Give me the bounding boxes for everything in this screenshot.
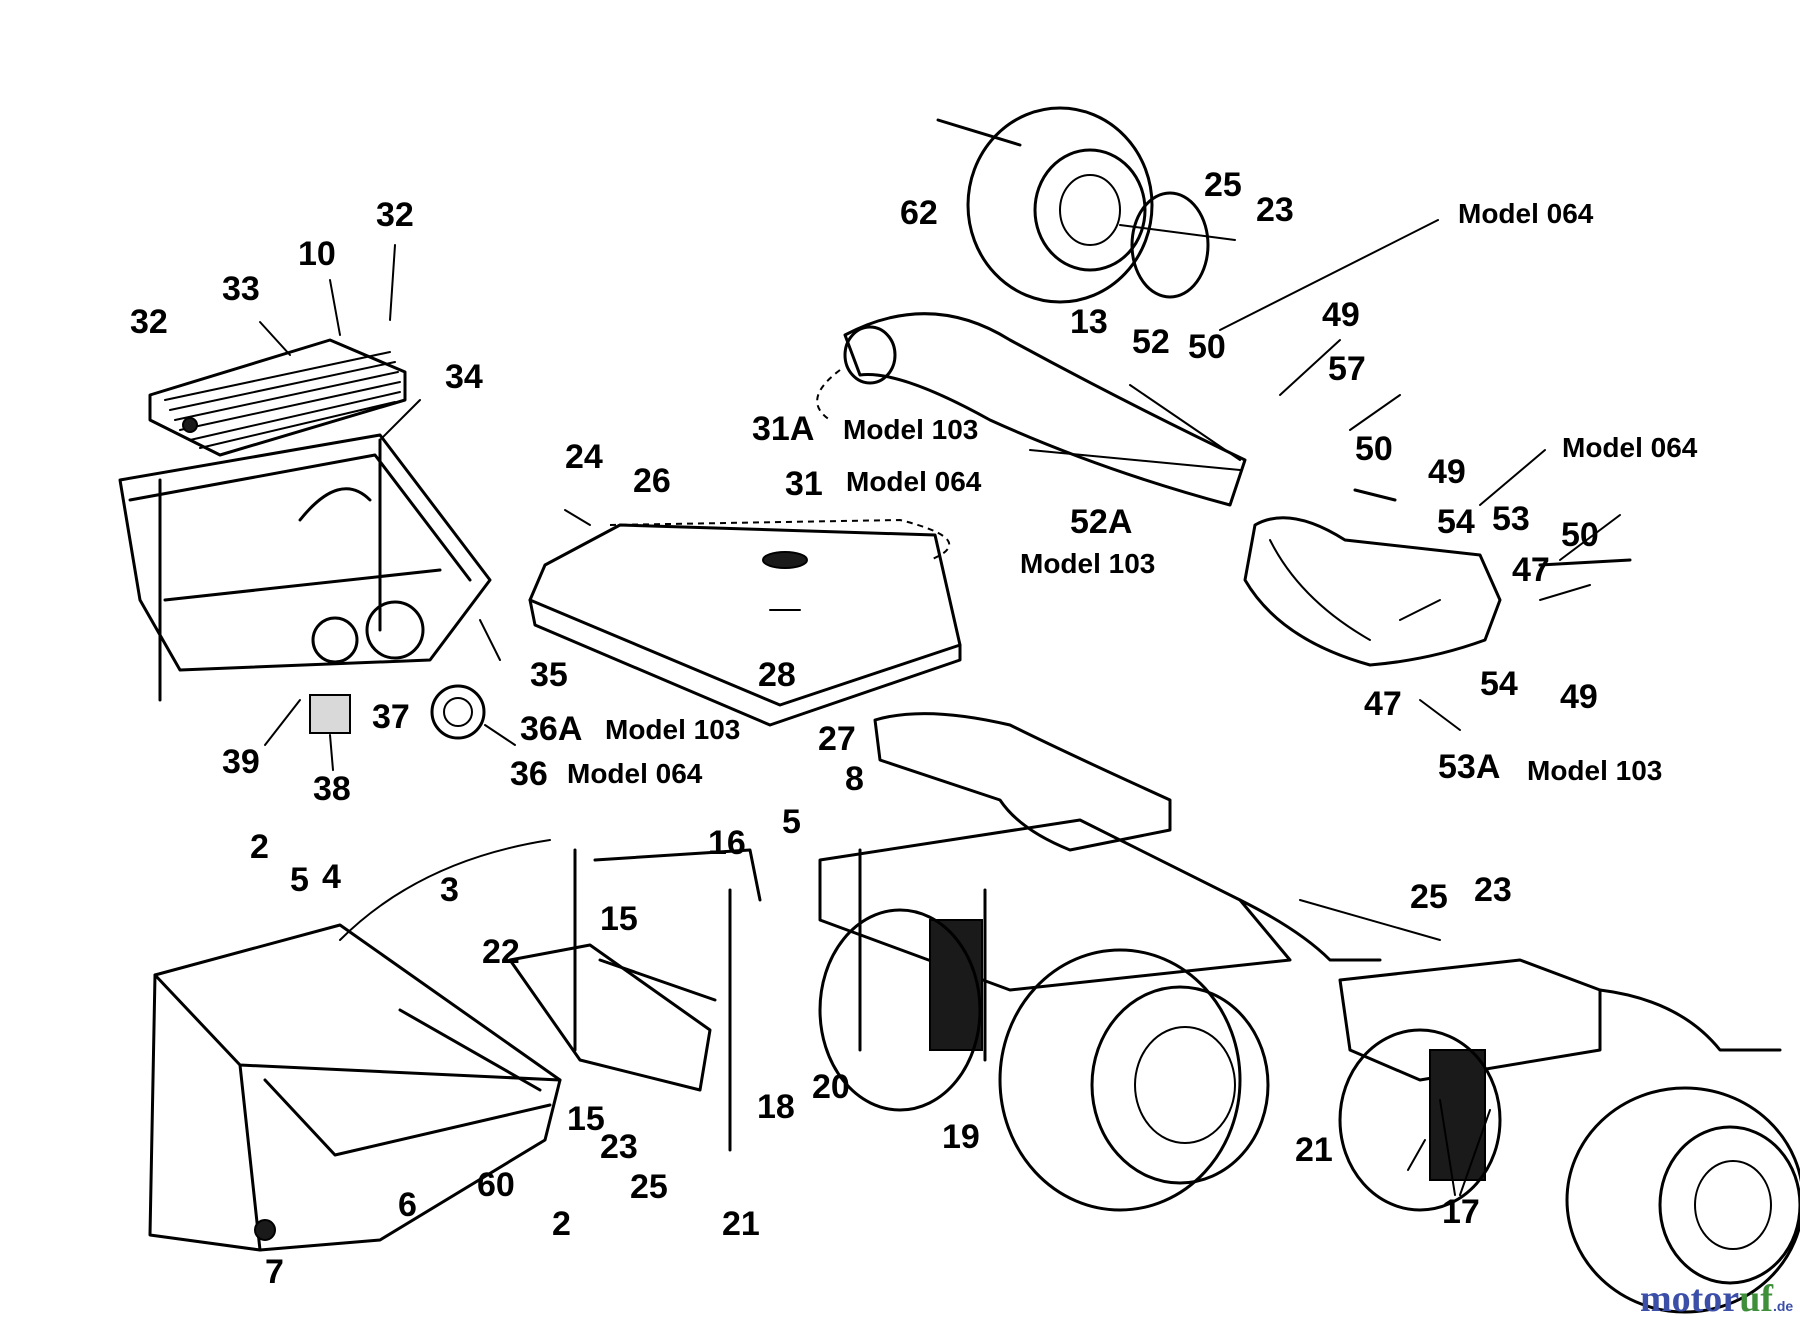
label-62: 62 [900, 194, 938, 232]
label-49-c: 49 [1560, 678, 1598, 716]
brand-accent: uf [1739, 1278, 1773, 1320]
label-model-064-53: Model 064 [1562, 432, 1698, 463]
label-36A: 36A [520, 710, 583, 748]
label-52A: 52A [1070, 503, 1133, 541]
grass-bag [148, 923, 562, 1252]
label-39: 39 [222, 743, 260, 781]
side-view [1338, 958, 1800, 1314]
leader-lines [259, 219, 1621, 1196]
label-50-a: 50 [1188, 328, 1226, 366]
label-19: 19 [942, 1118, 980, 1156]
label-model-103-52A: Model 103 [1020, 548, 1156, 579]
deflector [1243, 488, 1632, 731]
label-10: 10 [298, 235, 336, 273]
label-53A: 53A [1438, 748, 1501, 786]
label-model-103-53A: Model 103 [1527, 755, 1663, 786]
label-27: 27 [818, 720, 856, 758]
grass-grid-lid [148, 338, 407, 457]
label-52: 52 [1132, 323, 1170, 361]
label-21-side: 21 [1295, 1131, 1333, 1169]
label-18: 18 [757, 1088, 795, 1126]
label-31: 31 [785, 465, 823, 503]
label-36: 36 [510, 755, 548, 793]
label-model-064-top: Model 064 [1458, 198, 1594, 229]
label-13: 13 [1070, 303, 1108, 341]
label-34: 34 [445, 358, 483, 396]
label-15-top: 15 [600, 900, 638, 938]
label-53: 53 [1492, 500, 1530, 538]
label-22: 22 [482, 933, 520, 971]
front-wheel [936, 106, 1236, 304]
label-model-103-31A: Model 103 [843, 414, 979, 445]
label-28: 28 [758, 656, 796, 694]
tractor-rear [818, 712, 1441, 1062]
brand-tld: .de [1772, 1298, 1794, 1314]
label-20: 20 [812, 1068, 850, 1106]
label-49-b: 49 [1428, 453, 1466, 491]
label-23-mid: 23 [600, 1128, 638, 1166]
label-model-064-36: Model 064 [567, 758, 703, 789]
rear-wheel-main [818, 908, 1270, 1212]
label-50-c: 50 [1561, 516, 1599, 554]
label-35: 35 [530, 656, 568, 694]
label-2-top: 2 [250, 828, 269, 866]
bag-frame [118, 399, 492, 702]
label-2-bottom: 2 [552, 1205, 571, 1243]
label-4: 4 [322, 858, 341, 896]
label-17: 17 [1442, 1193, 1480, 1231]
label-6: 6 [398, 1186, 417, 1224]
discharge-chute [816, 312, 1247, 507]
label-15: 15 [567, 1100, 605, 1138]
label-8: 8 [845, 760, 864, 798]
brand-main: motor [1640, 1278, 1740, 1320]
engine-hood [528, 509, 962, 727]
motoruf-watermark: motoruf.de [1640, 1280, 1793, 1318]
label-47-a: 47 [1512, 551, 1550, 589]
label-5-left: 5 [290, 861, 309, 899]
label-37: 37 [372, 698, 410, 736]
label-25-top: 25 [1204, 166, 1242, 204]
label-57: 57 [1328, 350, 1366, 388]
label-23-side: 23 [1474, 871, 1512, 909]
label-26: 26 [633, 462, 671, 500]
label-32-top: 32 [376, 196, 414, 234]
bag-mount [339, 839, 762, 1152]
label-60: 60 [477, 1166, 515, 1204]
label-25-mid: 25 [630, 1168, 668, 1206]
label-24: 24 [565, 438, 603, 476]
label-3: 3 [440, 871, 459, 909]
label-33: 33 [222, 270, 260, 308]
label-31A: 31A [752, 410, 815, 448]
label-model-103-36A: Model 103 [605, 714, 741, 745]
small-parts-left [264, 684, 516, 771]
label-50-b: 50 [1355, 430, 1393, 468]
label-49-a: 49 [1322, 296, 1360, 334]
label-38: 38 [313, 770, 351, 808]
label-7: 7 [265, 1253, 284, 1291]
label-model-064-31: Model 064 [846, 466, 982, 497]
label-47-b: 47 [1364, 685, 1402, 723]
label-54-a: 54 [1437, 503, 1475, 541]
label-5-right: 5 [782, 803, 801, 841]
label-54-b: 54 [1480, 665, 1518, 703]
label-21-mid: 21 [722, 1205, 760, 1243]
label-32-left: 32 [130, 303, 168, 341]
label-25-side: 25 [1410, 878, 1448, 916]
label-16: 16 [708, 824, 746, 862]
label-23-top: 23 [1256, 191, 1294, 229]
